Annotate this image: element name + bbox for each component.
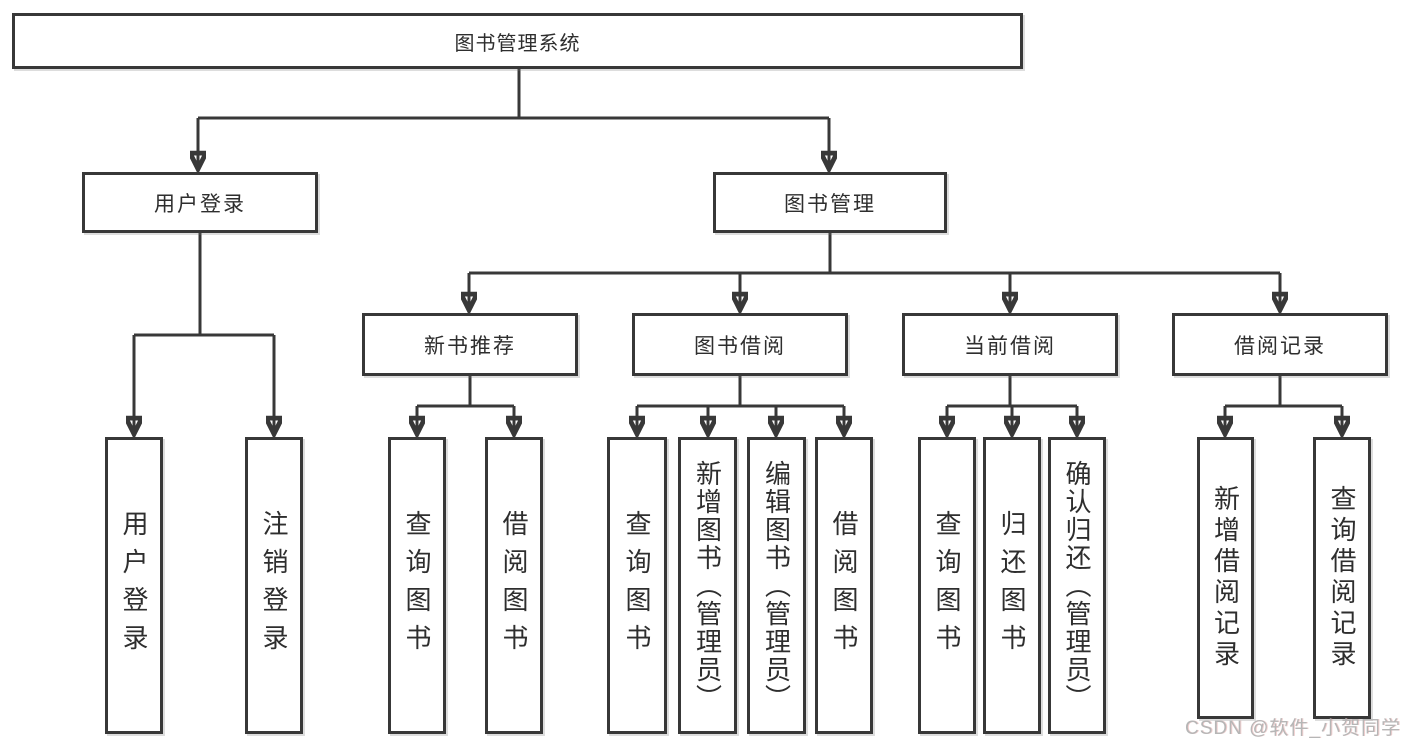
leaf-label: 新增借阅记录 xyxy=(1210,485,1241,671)
branch-segments xyxy=(134,69,1342,408)
leaf-user-login: 用户登录 xyxy=(105,437,163,734)
leaf-add-borrow-record: 新增借阅记录 xyxy=(1197,437,1254,719)
leaf-label: 借阅图书 xyxy=(829,509,859,662)
leaf-query-borrow-record: 查询借阅记录 xyxy=(1313,437,1371,719)
leaf-label: 借阅图书 xyxy=(499,509,529,662)
leaf-borrow-book-1: 借阅图书 xyxy=(485,437,543,734)
node-library-management-system: 图书管理系统 xyxy=(12,13,1023,69)
leaf-label: 确认归还（管理员） xyxy=(1062,459,1092,712)
node-book-management: 图书管理 xyxy=(713,172,947,233)
leaf-query-book-3: 查询图书 xyxy=(918,437,976,734)
node-label: 当前借阅 xyxy=(964,334,1056,358)
node-current-borrow: 当前借阅 xyxy=(902,313,1118,376)
leaf-return-book: 归还图书 xyxy=(983,437,1041,734)
node-user-login: 用户登录 xyxy=(82,172,318,233)
node-book-borrow: 图书借阅 xyxy=(632,313,848,376)
leaf-query-book-1: 查询图书 xyxy=(388,437,446,734)
node-label: 图书管理系统 xyxy=(454,32,581,55)
leaf-label: 查询图书 xyxy=(402,509,432,662)
leaf-query-book-2: 查询图书 xyxy=(607,437,667,734)
leaf-label: 编辑图书（管理员） xyxy=(761,459,792,712)
node-label: 借阅记录 xyxy=(1234,334,1326,358)
leaf-edit-book-admin: 编辑图书（管理员） xyxy=(747,437,806,734)
leaf-label: 用户登录 xyxy=(119,509,149,662)
node-label: 图书管理 xyxy=(784,192,876,216)
leaf-borrow-book-2: 借阅图书 xyxy=(815,437,873,734)
leaf-label: 查询图书 xyxy=(932,509,962,662)
leaf-label: 查询图书 xyxy=(622,509,652,662)
node-label: 图书借阅 xyxy=(694,334,786,358)
leaf-label: 查询借阅记录 xyxy=(1327,485,1357,671)
csdn-watermark: CSDN @软件_小贺同学 xyxy=(1185,718,1401,739)
leaf-label: 新增图书（管理员） xyxy=(692,459,723,712)
leaf-label: 归还图书 xyxy=(997,509,1027,662)
leaf-add-book-admin: 新增图书（管理员） xyxy=(678,437,737,734)
node-new-book-recommend: 新书推荐 xyxy=(362,313,578,376)
leaf-logout: 注销登录 xyxy=(245,437,303,734)
leaf-confirm-return-admin: 确认归还（管理员） xyxy=(1048,437,1106,734)
node-borrow-records: 借阅记录 xyxy=(1172,313,1388,376)
node-label: 用户登录 xyxy=(154,192,246,216)
leaf-label: 注销登录 xyxy=(259,509,289,662)
node-label: 新书推荐 xyxy=(424,334,516,358)
